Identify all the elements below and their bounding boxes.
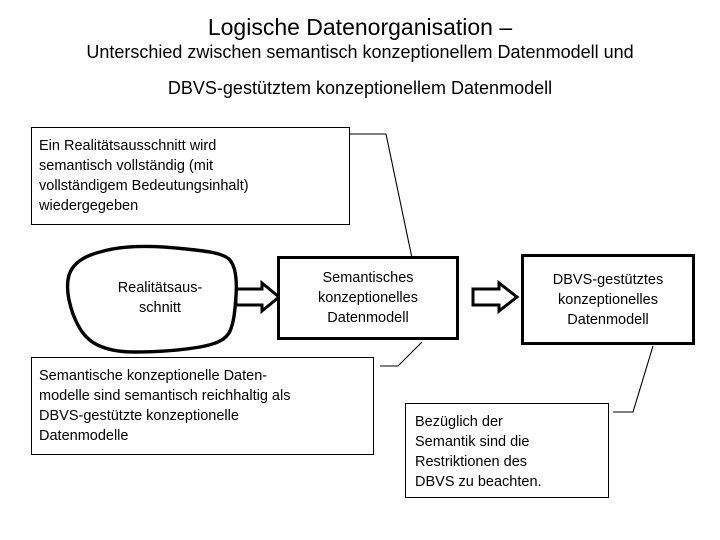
statement-box-bottom-text: Semantische konzeptionelle Daten- modell… (39, 368, 291, 444)
model-box-dbvs-text: DBVS-gestütztes konzeptionelles Datenmod… (552, 271, 664, 328)
arrow-semantic-to-dbvs (471, 279, 520, 315)
realitaetsausschnitt-blob: Realitätsaus- schnitt (60, 242, 250, 362)
connector-statement-top-to-semantic (350, 133, 413, 259)
connector-statement-note-to-dbvs (613, 345, 654, 413)
page-title: Logische Datenorganisation – Unterschied… (0, 14, 720, 100)
statement-box-top-text: Ein Realitätsausschnitt wird semantisch … (39, 138, 249, 214)
statement-box-note: Bezüglich der Semantik sind die Restrikt… (405, 403, 609, 498)
realitaetsausschnitt-blob-label: Realitätsaus- schnitt (117, 280, 203, 316)
connector-statement-bottom-to-semantic (380, 341, 423, 367)
title-line-3: DBVS-gestütztem konzeptionellem Datenmod… (167, 78, 553, 98)
title-line-1: Logische Datenorganisation – (207, 14, 513, 40)
statement-box-note-text: Bezüglich der Semantik sind die Restrikt… (415, 414, 542, 490)
model-box-semantic: Semantisches konzeptionelles Datenmodell (277, 256, 459, 340)
title-line-2: Unterschied zwischen semantisch konzepti… (86, 42, 634, 62)
statement-box-top: Ein Realitätsausschnitt wird semantisch … (31, 127, 350, 225)
model-box-semantic-text: Semantisches konzeptionelles Datenmodell (318, 270, 418, 326)
statement-box-bottom: Semantische konzeptionelle Daten- modell… (31, 357, 374, 455)
model-box-dbvs: DBVS-gestütztes konzeptionelles Datenmod… (521, 254, 695, 345)
